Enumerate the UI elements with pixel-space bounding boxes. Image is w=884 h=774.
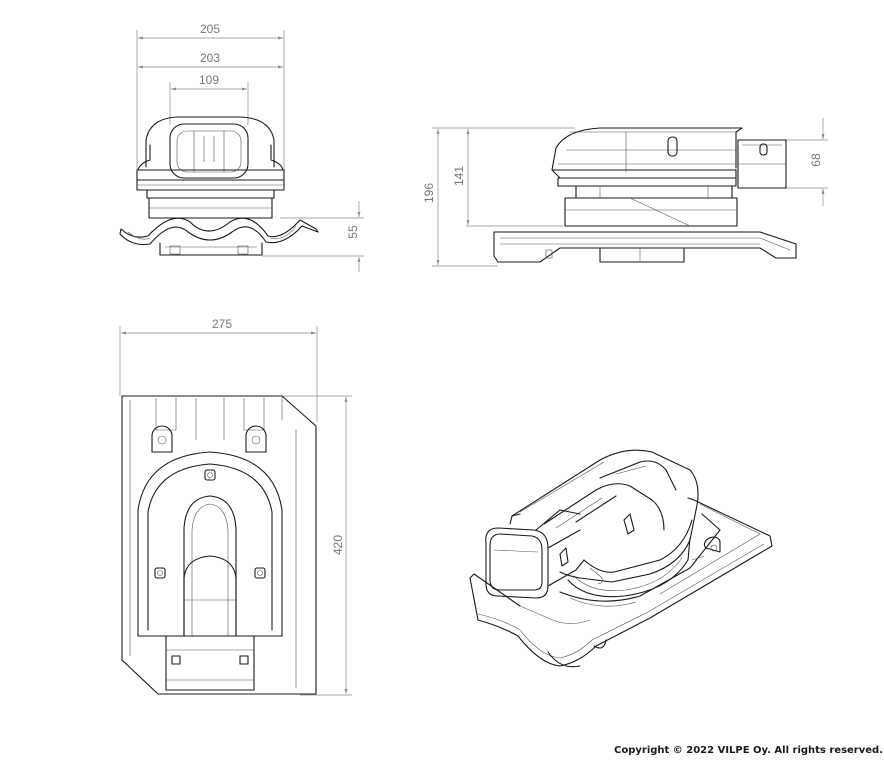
dim-141-label: 141: [452, 166, 466, 186]
dim-205: 205: [136, 22, 285, 170]
dim-205-label: 205: [200, 22, 220, 36]
copyright-notice: Copyright © 2022 VILPE Oy. All rights re…: [614, 745, 883, 756]
dim-196-label: 196: [422, 183, 436, 203]
dim-68: 68: [786, 118, 828, 206]
top-view: 275 420: [119, 317, 352, 696]
dim-203-label: 203: [200, 51, 220, 65]
side-view: 196 141 68: [422, 118, 828, 267]
dim-109-label: 109: [199, 73, 219, 87]
dim-203: 203: [138, 51, 283, 69]
dim-109: 109: [169, 73, 249, 125]
dim-55-label: 55: [346, 225, 360, 239]
dim-420: 420: [280, 395, 352, 696]
dim-68-label: 68: [809, 153, 823, 167]
dim-275: 275: [119, 317, 318, 422]
isometric-view: [469, 449, 773, 668]
front-view: 205 203 109: [119, 22, 364, 272]
dim-141: 141: [452, 129, 563, 227]
dim-420-label: 420: [331, 535, 345, 555]
dim-55: 55: [262, 201, 364, 272]
dim-196: 196: [422, 127, 575, 267]
dim-275-label: 275: [212, 317, 232, 331]
